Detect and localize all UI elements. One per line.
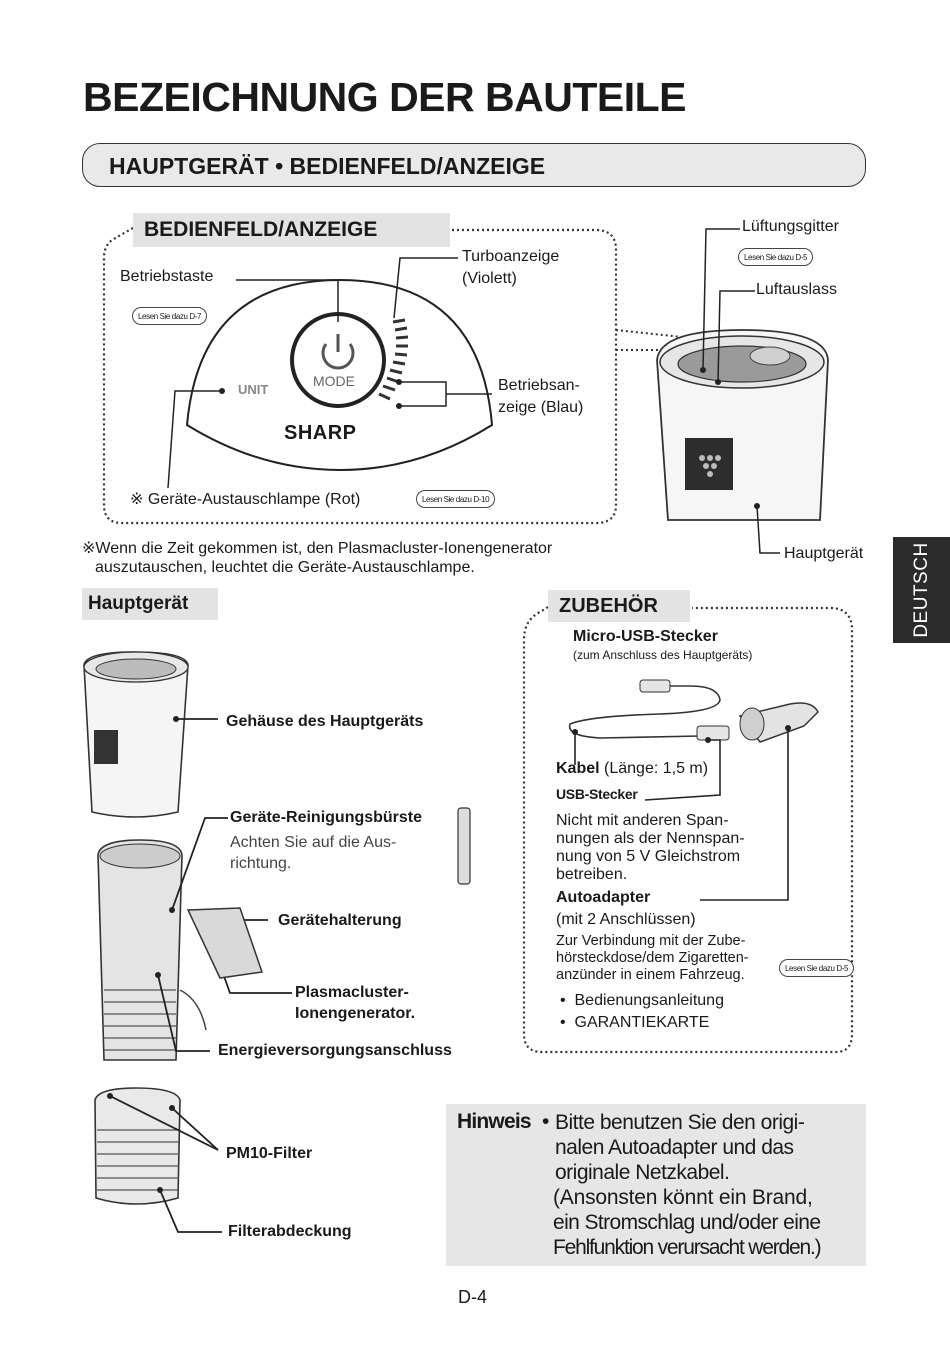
car-adapter-illustration xyxy=(738,702,819,743)
buerste-note-line2: richtung. xyxy=(230,855,292,872)
panel-note-line1: ※Wenn die Zeit gekommen ist, den Plasmac… xyxy=(82,540,553,557)
hinweis-box: Hinweis • Bitte benutzen Sie den origi- … xyxy=(446,1104,866,1266)
auto-title: Autoadapter xyxy=(556,889,651,906)
kabel-label-rest: (Länge: 1,5 m) xyxy=(599,760,709,777)
gehaeuse-label: Gehäuse des Hauptgeräts xyxy=(226,713,424,730)
betrieb-label-line2: zeige (Blau) xyxy=(498,399,584,416)
kabel-label: Kabel (Länge: 1,5 m) xyxy=(556,760,708,778)
housing-illustration xyxy=(83,651,189,818)
ref-lampe: Lesen Sie dazu D-10 xyxy=(416,490,496,508)
brush-illustration xyxy=(457,807,471,885)
section-header: HAUPTGERÄT • BEDIENFELD/ANZEIGE xyxy=(82,143,866,187)
buerste-label: Geräte-Reinigungsbürste xyxy=(230,809,423,826)
lueftungsgitter-label: Lüftungsgitter xyxy=(742,218,839,235)
turbo-label-line1: Turboanzeige xyxy=(462,248,560,265)
warn-line2: nungen als der Nennspan- xyxy=(556,830,745,847)
usb-subtitle: (zum Anschluss des Hauptgeräts) xyxy=(573,648,753,662)
plasma-label-line2: Ionengenerator. xyxy=(295,1005,416,1022)
accessory-item-warranty: • GARANTIEKARTE xyxy=(560,1014,710,1031)
hinweis-line1: Bitte benutzen Sie den origi- xyxy=(555,1111,805,1134)
ref-betriebstaste: Lesen Sie dazu D-7 xyxy=(132,307,208,325)
betriebstaste-label: Betriebstaste xyxy=(120,268,214,285)
hinweis-line6: Fehlfunktion verursacht werden.) xyxy=(553,1236,822,1259)
device-body xyxy=(656,329,829,521)
abdeckung-label: Filterabdeckung xyxy=(228,1223,352,1240)
hinweis-line3: originale Netzkabel. xyxy=(555,1161,730,1184)
mode-button xyxy=(290,312,386,408)
anschluss-label: Energieversorgungsanschluss xyxy=(218,1042,452,1059)
brand-logo: SHARP xyxy=(284,422,357,444)
hauptgeraet-label: Hauptgerät xyxy=(784,545,864,562)
hinweis-line2: nalen Autoadapter und das xyxy=(555,1136,794,1159)
device-logo-panel xyxy=(685,438,733,490)
warn-line4: betreiben. xyxy=(556,866,628,883)
item1-label: Bedienungsanleitung xyxy=(574,992,724,1009)
language-tab-label: DEUTSCH xyxy=(910,542,932,638)
usb-title: Micro-USB-Stecker xyxy=(573,628,718,645)
ref-lueftung: Lesen Sie dazu D-5 xyxy=(738,248,814,266)
holder-illustration xyxy=(186,907,264,979)
lampe-label: ※ Geräte-Austauschlampe (Rot) xyxy=(130,491,361,508)
auto-desc-line2: hörsteckdose/dem Zigaretten- xyxy=(556,950,749,966)
page-title: BEZEICHNUNG DER BAUTEILE xyxy=(83,74,687,120)
kabel-label-bold: Kabel xyxy=(556,760,600,777)
hinweis-label: Hinweis xyxy=(457,1110,532,1133)
hinweis-line5: ein Stromschlag und/oder eine xyxy=(553,1211,821,1234)
warn-line1: Nicht mit anderen Span- xyxy=(556,812,729,829)
cable-illustration xyxy=(568,685,721,739)
hinweis-line4: (Ansonsten könnt ein Brand, xyxy=(553,1186,813,1209)
buerste-note-line1: Achten Sie auf die Aus- xyxy=(230,834,397,851)
filter-illustration xyxy=(94,1087,181,1205)
mode-button-label: MODE xyxy=(313,373,355,389)
item2-label: GARANTIEKARTE xyxy=(574,1014,710,1031)
usb-stecker-label: USB-Stecker xyxy=(556,786,638,802)
warn-line3: nung von 5 V Gleichstrom xyxy=(556,848,741,865)
inner-unit-illustration xyxy=(97,839,183,1061)
halterung-label: Gerätehalterung xyxy=(278,912,402,929)
language-tab: DEUTSCH xyxy=(893,537,950,643)
betrieb-label-line1: Betriebsan- xyxy=(498,377,580,394)
panel-note-line2: auszutauschen, leuchtet die Geräte-Austa… xyxy=(95,559,475,576)
plasma-label-line1: Plasmacluster- xyxy=(295,984,409,1001)
turbo-indicator xyxy=(378,318,409,401)
main-unit-heading: Hauptgerät xyxy=(82,588,218,620)
unit-label: UNIT xyxy=(238,382,269,397)
auto-desc-line1: Zur Verbindung mit der Zube- xyxy=(556,933,746,949)
ref-auto: Lesen Sie dazu D-5 xyxy=(779,959,855,977)
accessories-heading: ZUBEHÖR xyxy=(548,590,690,622)
pm10-label: PM10-Filter xyxy=(226,1145,313,1162)
turbo-label-line2: (Violett) xyxy=(462,270,517,287)
auto-desc-line3: anzünder in einem Fahrzeug. xyxy=(556,967,745,983)
section-title: HAUPTGERÄT • BEDIENFELD/ANZEIGE xyxy=(109,153,546,179)
page-number: D-4 xyxy=(458,1287,488,1307)
accessory-item-manual: • Bedienungsanleitung xyxy=(560,992,724,1009)
luftauslass-label: Luftauslass xyxy=(756,281,837,298)
panel-heading: BEDIENFELD/ANZEIGE xyxy=(133,213,450,247)
hinweis-bullet: • xyxy=(542,1110,550,1133)
auto-subtitle: (mit 2 Anschlüssen) xyxy=(556,911,696,928)
